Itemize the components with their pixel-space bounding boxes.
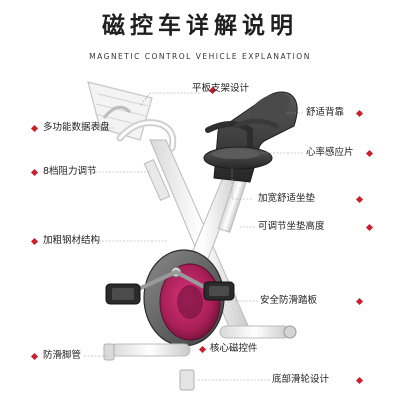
label-thick-steel: 加粗钢材结构 bbox=[43, 235, 101, 246]
label-tablet-holder: 平板支架设计 bbox=[192, 83, 250, 94]
label-heart-rate: 心率感应片 bbox=[306, 147, 354, 158]
label-bottom-wheel: 底部滑轮设计 bbox=[272, 374, 330, 385]
page-subtitle: MAGNETIC CONTROL VEHICLE EXPLANATION bbox=[89, 52, 311, 61]
callout-lines bbox=[84, 92, 303, 381]
label-core-magnetic: 核心磁控件 bbox=[210, 343, 258, 354]
label-wide-seat: 加宽舒适坐垫 bbox=[258, 193, 316, 204]
handlebar bbox=[116, 119, 177, 152]
rear-foot-tube bbox=[219, 325, 297, 339]
label-safe-pedal: 安全防滑踏板 bbox=[260, 295, 318, 306]
label-adjustable-seat: 可调节坐垫高度 bbox=[258, 221, 325, 232]
front-foot-tube bbox=[103, 343, 195, 391]
label-comfort-backrest: 舒适背靠 bbox=[306, 107, 345, 118]
label-resistance: 8档阻力调节 bbox=[43, 166, 97, 177]
page-title: 磁控车详解说明 bbox=[102, 13, 298, 39]
pedals bbox=[105, 270, 235, 305]
armrest bbox=[205, 118, 279, 165]
label-multi-display: 多功能数据表盘 bbox=[43, 122, 110, 133]
seat-cushion bbox=[203, 146, 273, 170]
label-anti-slip-foot: 防滑脚管 bbox=[43, 350, 82, 361]
